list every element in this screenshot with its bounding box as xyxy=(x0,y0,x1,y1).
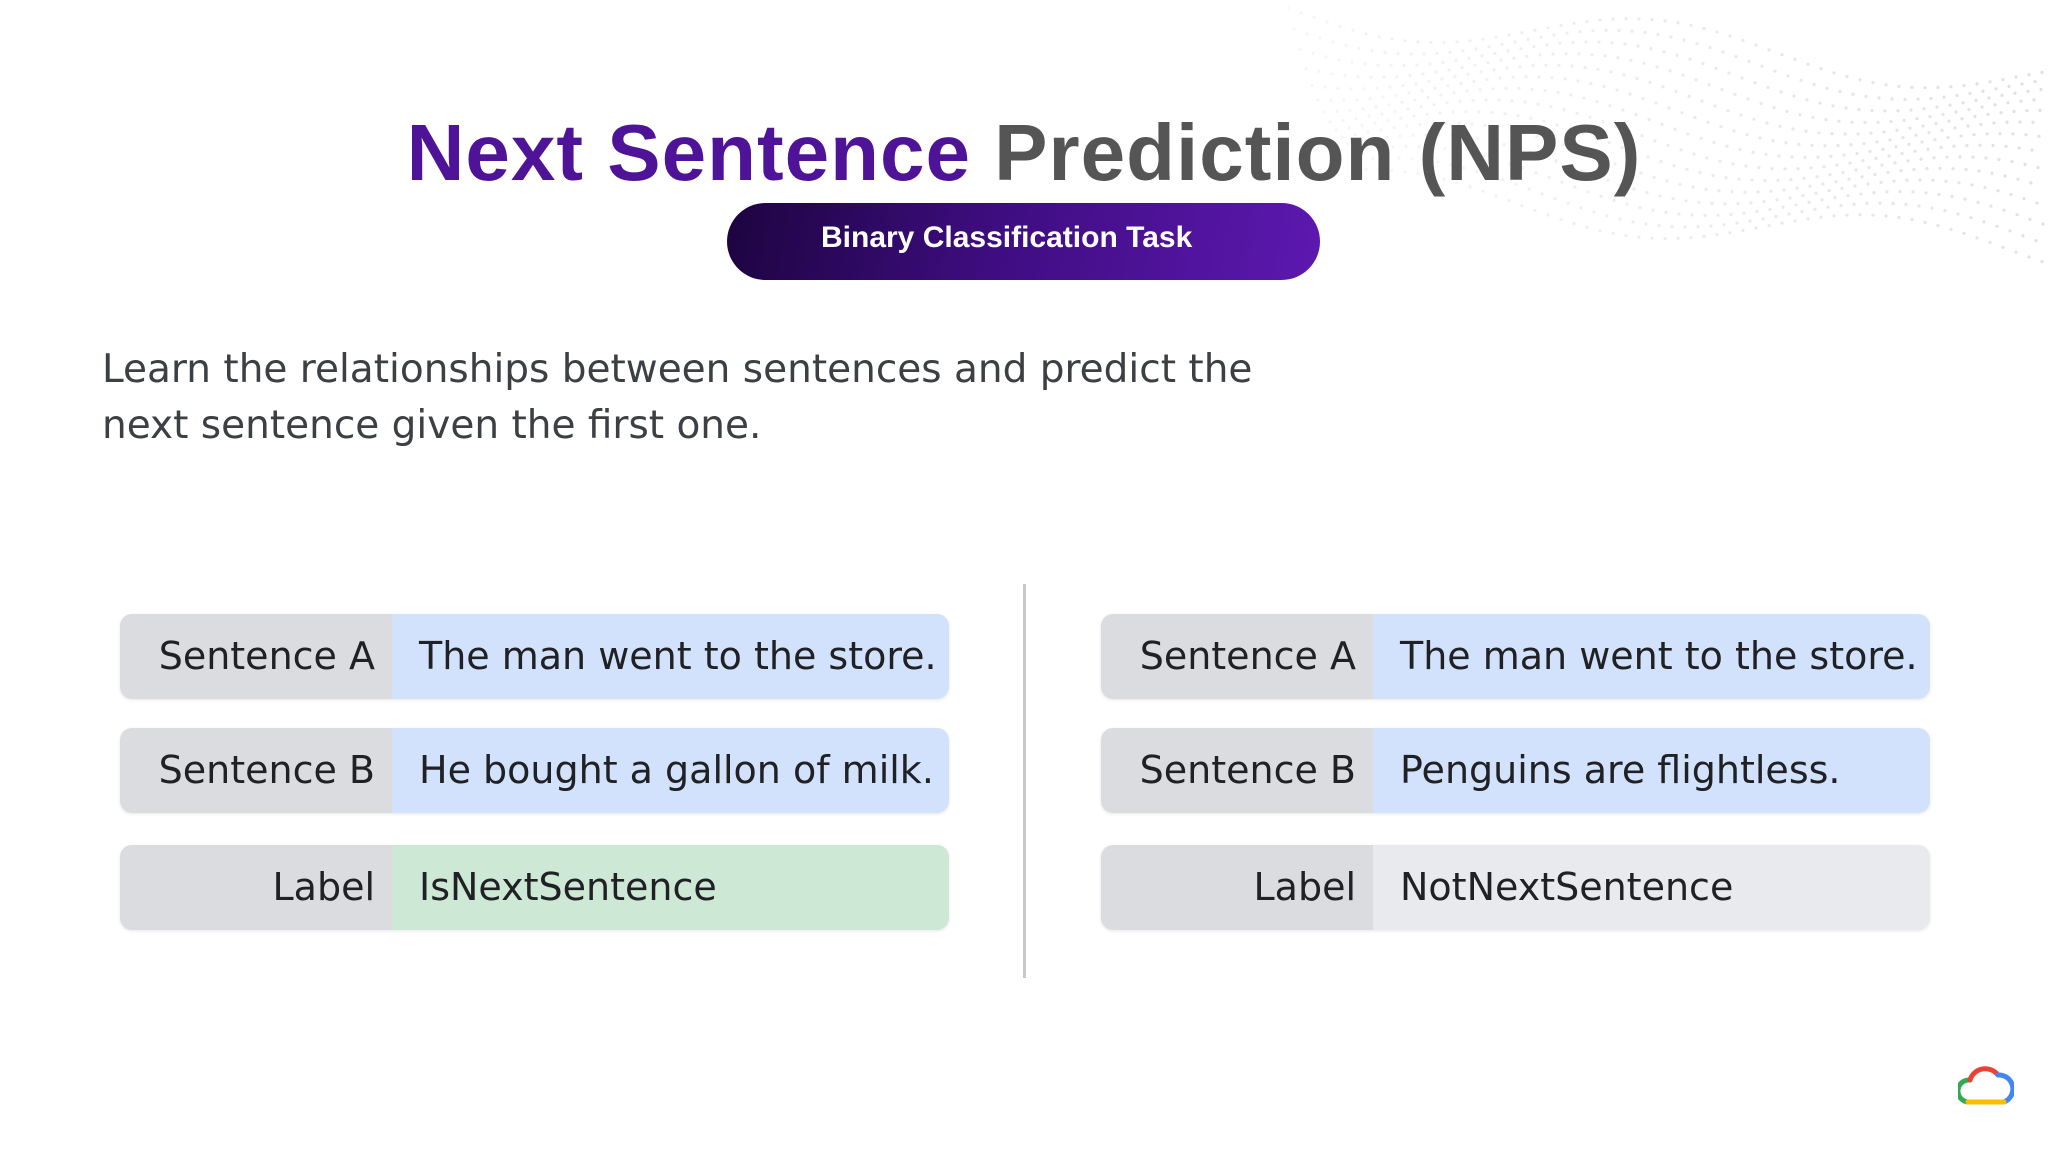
label-key: Label xyxy=(120,845,392,930)
example-1-sentence-b-row: Sentence B He bought a gallon of milk. xyxy=(120,728,949,813)
label-value-positive: IsNextSentence xyxy=(392,845,949,930)
sentence-a-key: Sentence A xyxy=(120,614,392,699)
sentence-b-value: He bought a gallon of milk. xyxy=(392,728,949,813)
example-1-sentence-a-row: Sentence A The man went to the store. xyxy=(120,614,949,699)
page-title: Next Sentence Prediction (NPS) xyxy=(0,105,2048,201)
example-1-label-row: Label IsNextSentence xyxy=(120,845,949,930)
subtitle-badge: Binary Classification Task xyxy=(727,203,1320,280)
sentence-a-value: The man went to the store. xyxy=(392,614,949,699)
description: Learn the relationships between sentence… xyxy=(102,342,1302,454)
sentence-a-value: The man went to the store. xyxy=(1373,614,1930,699)
divider xyxy=(1023,584,1026,978)
example-2-sentence-a-row: Sentence A The man went to the store. xyxy=(1101,614,1930,699)
description-line-2: next sentence given the first one. xyxy=(102,403,762,448)
sentence-b-key: Sentence B xyxy=(1101,728,1373,813)
sentence-a-key: Sentence A xyxy=(1101,614,1373,699)
label-value-negative: NotNextSentence xyxy=(1373,845,1930,930)
title-rest: Prediction (NPS) xyxy=(970,108,1642,197)
sentence-b-value: Penguins are flightless. xyxy=(1373,728,1930,813)
cloud-logo-icon xyxy=(1958,1066,2014,1105)
label-key: Label xyxy=(1101,845,1373,930)
example-2-sentence-b-row: Sentence B Penguins are flightless. xyxy=(1101,728,1930,813)
description-line-1: Learn the relationships between sentence… xyxy=(102,347,1253,392)
sentence-b-key: Sentence B xyxy=(120,728,392,813)
title-accent: Next Sentence xyxy=(406,108,971,197)
dotted-wave-decoration xyxy=(1288,6,2045,264)
example-2-label-row: Label NotNextSentence xyxy=(1101,845,1930,930)
